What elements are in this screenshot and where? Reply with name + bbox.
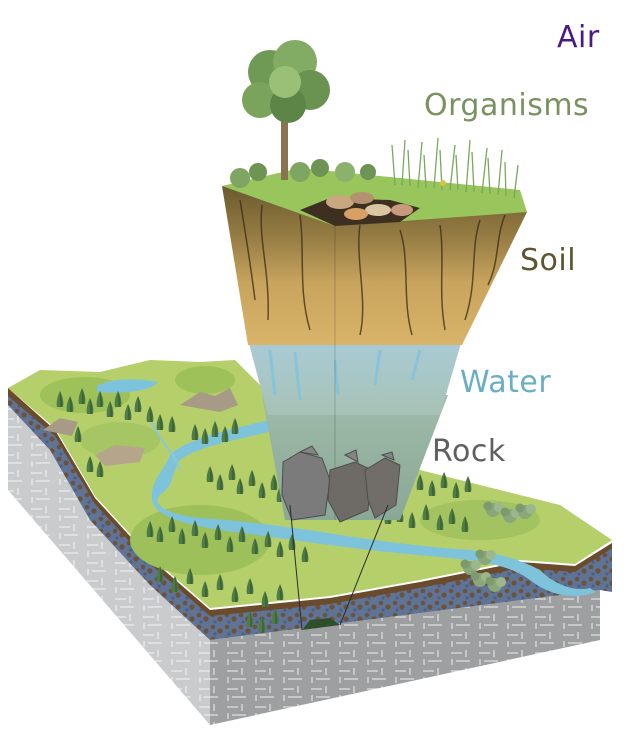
rock-fragments: [281, 445, 401, 523]
water-zone: [248, 340, 462, 415]
tall-grass: [391, 137, 519, 199]
soil-zone: [222, 186, 527, 345]
label-rock: Rock: [432, 434, 506, 469]
shrubs: [230, 159, 376, 188]
tree: [242, 40, 330, 180]
bedrock-left-face: [8, 395, 210, 725]
leaf-litter: [326, 192, 413, 220]
label-air: Air: [557, 20, 600, 55]
label-soil: Soil: [520, 243, 577, 278]
column-grass-top: [222, 168, 527, 226]
borehole: [302, 618, 340, 630]
lake: [97, 379, 158, 393]
label-water: Water: [460, 365, 552, 400]
soil-column: [222, 40, 527, 631]
bedrock-front-face: [210, 590, 600, 725]
rock-outcrop: [180, 388, 238, 412]
label-organisms: Organisms: [424, 88, 590, 123]
